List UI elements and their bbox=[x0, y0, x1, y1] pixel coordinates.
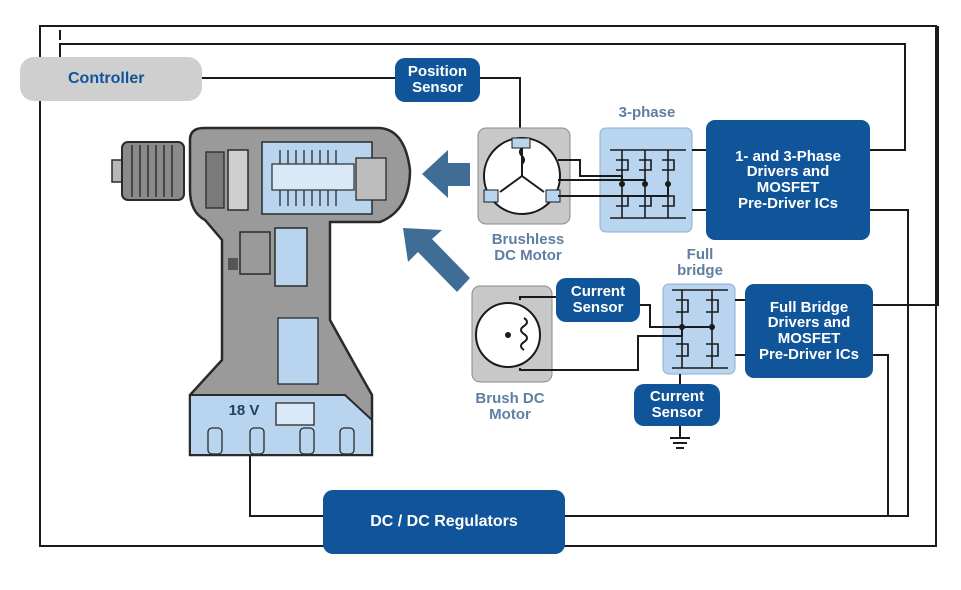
arrow-upleft-icon bbox=[403, 228, 470, 292]
current-sensor-top-block[interactable]: Current Sensor bbox=[556, 278, 640, 322]
brush-motor-graphic bbox=[471, 285, 553, 383]
current-sensor-top-line2: Sensor bbox=[572, 299, 624, 316]
brushless-motor-line1: Brushless bbox=[491, 231, 565, 249]
full-bridge-line1: Full bbox=[686, 246, 714, 264]
three-phase-label: 3-phase bbox=[618, 104, 676, 122]
drill-illustration bbox=[111, 126, 412, 457]
brushless-wires bbox=[558, 149, 706, 211]
full-bridge-label-box: Full bridge bbox=[660, 244, 740, 282]
phase-drivers-block[interactable]: 1- and 3-Phase Drivers and MOSFET Pre-Dr… bbox=[706, 120, 870, 240]
current-sensor-bottom-line1: Current bbox=[649, 388, 705, 406]
brush-motor-label-box: Brush DC Motor bbox=[460, 387, 560, 427]
brushless-motor-graphic bbox=[477, 127, 571, 225]
full-bridge-drivers-line1: Full Bridge bbox=[769, 298, 849, 316]
brush-motor-line1: Brush DC bbox=[475, 390, 545, 408]
current-sensor-top-line1: Current bbox=[570, 283, 626, 301]
brushless-motor-line2: DC Motor bbox=[494, 247, 562, 264]
motion-arrows bbox=[403, 150, 470, 292]
controller-label: Controller bbox=[68, 69, 145, 87]
battery-voltage-label: 18 V bbox=[228, 402, 260, 420]
battery-voltage-box: 18 V bbox=[216, 400, 272, 422]
full-bridge-drivers-block[interactable]: Full Bridge Drivers and MOSFET Pre-Drive… bbox=[745, 284, 873, 378]
dc-dc-regulators-label: DC / DC Regulators bbox=[370, 512, 518, 530]
full-bridge-drivers-line4: Pre-Driver ICs bbox=[758, 345, 860, 363]
phase-drivers-line3: MOSFET bbox=[756, 179, 820, 196]
phase-drivers-line2: Drivers and bbox=[746, 163, 830, 181]
brushless-motor-label-box: Brushless DC Motor bbox=[472, 228, 584, 268]
current-sensor-bottom-line2: Sensor bbox=[651, 404, 703, 421]
position-sensor-line2: Sensor bbox=[412, 79, 463, 96]
phase-drivers-line4: Pre-Driver ICs bbox=[737, 194, 839, 212]
three-phase-label-box: 3-phase bbox=[602, 102, 692, 124]
full-bridge-drivers-line3: MOSFET bbox=[777, 330, 841, 347]
position-sensor-block[interactable]: Position Sensor bbox=[395, 58, 480, 102]
position-sensor-line1: Position bbox=[407, 63, 468, 81]
arrow-left-icon bbox=[422, 150, 470, 198]
dc-dc-regulators-block[interactable]: DC / DC Regulators bbox=[323, 490, 565, 554]
phase-drivers-line1: 1- and 3-Phase bbox=[735, 147, 841, 165]
full-bridge-line2: bridge bbox=[677, 262, 723, 279]
current-sensor-bottom-block[interactable]: Current Sensor bbox=[634, 384, 720, 426]
controller-block[interactable]: Controller bbox=[20, 57, 202, 101]
brush-motor-line2: Motor bbox=[489, 406, 531, 423]
full-bridge-drivers-line2: Drivers and bbox=[767, 314, 851, 332]
full-bridge-graphic bbox=[662, 283, 736, 375]
